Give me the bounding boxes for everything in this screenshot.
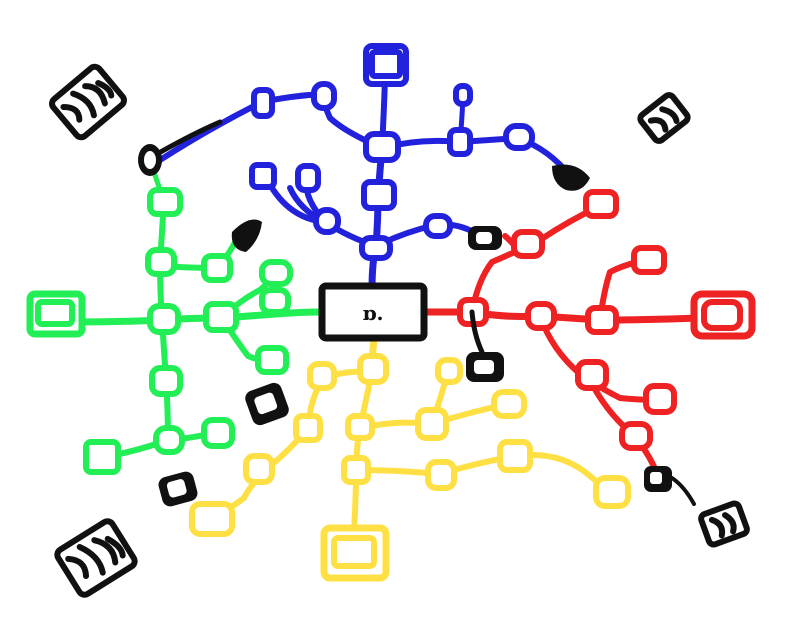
green-node-1[interactable]: [147, 303, 181, 335]
blue-edge-upper-right: [379, 135, 573, 179]
center-node-label: ɒ.: [363, 301, 384, 325]
yellow-node-low-right-2[interactable]: [497, 439, 533, 473]
black-node-blue-left[interactable]: [231, 219, 262, 252]
red-node-down-2[interactable]: [643, 383, 677, 415]
yellow-node-mid[interactable]: [345, 413, 375, 441]
corner-glyph-bottom-right: [698, 500, 750, 548]
yellow-node-left-1[interactable]: [307, 361, 337, 391]
black-edge-red-mid: [469, 309, 485, 355]
red-node-up-1[interactable]: [511, 229, 545, 259]
black-node-green-bottom-hole: [166, 479, 187, 498]
blue-branch: [157, 43, 573, 294]
black-node-red-top[interactable]: [552, 164, 590, 191]
green-node-right-down[interactable]: [255, 345, 289, 375]
green-node-up-1[interactable]: [145, 247, 177, 277]
blue-node-left-3[interactable]: [313, 207, 341, 235]
center-node-box[interactable]: [318, 282, 428, 342]
corner-glyph-top-right: [637, 92, 691, 144]
corner-glyph-top-left: [49, 63, 127, 141]
center-node[interactable]: ɒ.: [318, 282, 428, 342]
red-node-3[interactable]: [585, 305, 619, 335]
red-edge-main: [468, 308, 704, 324]
yellow-node-1[interactable]: [357, 353, 389, 385]
green-node-up-right[interactable]: [201, 253, 233, 283]
yellow-node-bottom-inner: [331, 535, 377, 569]
yellow-node-right-2[interactable]: [491, 389, 527, 419]
blue-node-top-inner: [369, 49, 403, 79]
yellow-node-low-right-3[interactable]: [593, 475, 631, 509]
blue-edge-top-left-line: [157, 91, 325, 163]
yellow-node-left-2[interactable]: [293, 413, 323, 443]
black-node-top-left-hole: [144, 151, 156, 169]
green-node-up-2[interactable]: [147, 187, 183, 217]
black-node-red-mid-hole: [474, 360, 494, 374]
green-node-right-up[interactable]: [259, 259, 293, 287]
green-node-left-inner: [35, 299, 75, 327]
yellow-node-right-up[interactable]: [435, 357, 463, 385]
green-node-down-2[interactable]: [153, 425, 185, 455]
blue-node-right-1[interactable]: [423, 213, 453, 239]
green-node-down-1[interactable]: [149, 365, 183, 397]
blue-node-bottom[interactable]: [359, 235, 393, 261]
green-node-down-left[interactable]: [83, 439, 121, 475]
black-node-yellow-left-hole: [254, 392, 278, 415]
blue-node-upper-left-2[interactable]: [251, 87, 275, 119]
yellow-edge-low-right: [353, 451, 615, 495]
black-elements: [49, 63, 750, 598]
corner-glyph-bottom-left: [54, 518, 138, 598]
red-node-right-large-inner: [701, 299, 743, 331]
red-branch: [420, 189, 756, 479]
red-node-upper-right[interactable]: [631, 245, 667, 275]
blue-node-tiny-top[interactable]: [453, 83, 473, 107]
yellow-branch: [189, 336, 631, 582]
yellow-node-low-right-1[interactable]: [425, 459, 457, 491]
green-branch: [26, 169, 326, 475]
red-node-2[interactable]: [525, 301, 557, 331]
green-node-right-up-2[interactable]: [259, 287, 291, 315]
yellow-node-right-1[interactable]: [415, 407, 449, 441]
blue-node-mid-stem[interactable]: [361, 179, 397, 211]
blue-node-upper-left-1[interactable]: [311, 81, 337, 111]
red-node-down-3[interactable]: [619, 421, 653, 451]
blue-node-left-1[interactable]: [295, 163, 321, 193]
green-node-2[interactable]: [203, 301, 239, 333]
blue-node-upper-right-2[interactable]: [503, 123, 535, 151]
yellow-node-left-4[interactable]: [189, 501, 235, 537]
blue-node-left-2[interactable]: [249, 162, 277, 190]
red-node-down-1[interactable]: [575, 359, 609, 391]
red-node-up-2[interactable]: [583, 189, 619, 219]
black-node-red-bottom-hole: [650, 472, 662, 484]
yellow-node-mid-low[interactable]: [341, 455, 371, 485]
blue-node-upper-right-1[interactable]: [447, 127, 473, 157]
black-node-blue-right-hole: [476, 232, 492, 244]
yellow-node-left-3[interactable]: [243, 453, 275, 485]
blue-node-upper-stem[interactable]: [363, 131, 401, 163]
green-node-down-right[interactable]: [201, 417, 235, 449]
black-edge-red-bottom-tail: [670, 476, 696, 506]
